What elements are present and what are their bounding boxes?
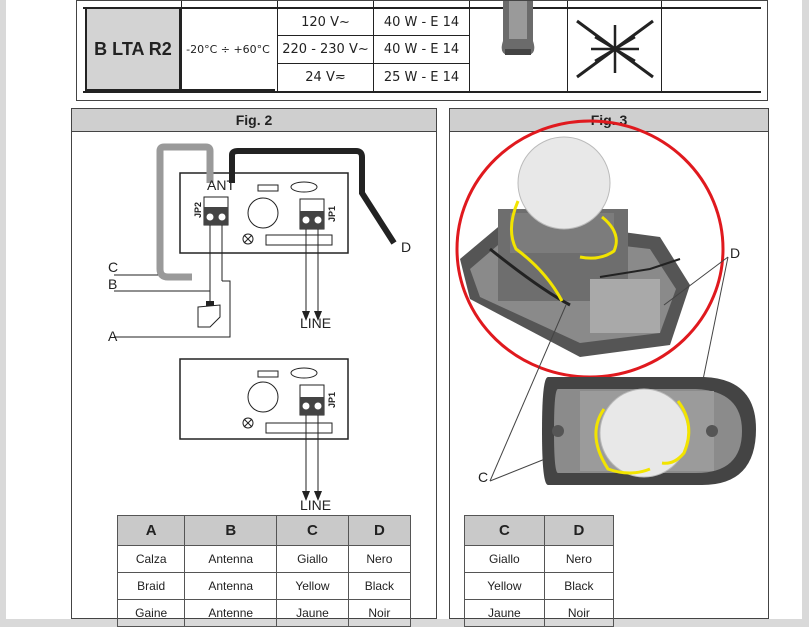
power-row-2: 40 W - E 14 [383, 42, 460, 57]
legend-header-c: C [276, 515, 349, 546]
ant-label: ANT [207, 177, 235, 193]
fig2-wiring-diagram [114, 143, 397, 501]
table-cell: Calza [116, 545, 186, 573]
table-cell: Yellow [276, 572, 349, 600]
legend-header-b: B [184, 515, 278, 546]
fig2-panel: Fig. 2 [71, 108, 437, 627]
temperature-cell: -20°C ÷ +60°C [181, 7, 275, 91]
bracket-icon [501, 1, 535, 55]
callout-a: A [108, 328, 118, 344]
voltage-230: 220 - 230 V~ [282, 42, 369, 57]
spec-table: B LTA R2 -20°C ÷ +60°C 120 V~ 40 W - E 1… [76, 0, 768, 101]
table-cell: Braid [116, 572, 186, 600]
table-cell: Black [347, 572, 412, 600]
legend-table-right: C D Giallo Nero Yellow Black Jaune Noir [464, 515, 615, 627]
legend-header-c: C [464, 515, 545, 546]
table-cell: Nero [347, 545, 412, 573]
table-row: Yellow Black [464, 572, 615, 600]
table-row: Calza Antenna Giallo Nero [116, 545, 412, 573]
legend-header-a: A [116, 515, 186, 546]
fig3-panel: Fig. 3 [449, 108, 769, 627]
fig3-lamp-photo [455, 119, 756, 485]
table-row: Gaine Antenne Jaune Noir [116, 599, 412, 627]
callout-c: C [108, 259, 119, 275]
crossed-star-icon [576, 19, 654, 79]
power-row-3: 25 W - E 14 [383, 70, 460, 85]
jp1-label-upper: JP1 [327, 205, 338, 223]
table-cell: Noir [543, 599, 615, 627]
fig3-callout-c: C [478, 469, 489, 485]
line-label-lower: LINE [300, 497, 332, 513]
table-cell: Giallo [464, 545, 545, 573]
legend-table-left: A B C D Calza Antenna Giallo Nero Braid … [116, 515, 412, 627]
legend-header-d: D [543, 515, 615, 546]
callout-d: D [401, 239, 412, 255]
model-cell: B LTA R2 [85, 7, 181, 91]
table-cell: Yellow [464, 572, 545, 600]
line-label-upper: LINE [300, 315, 332, 331]
table-cell: Nero [543, 545, 615, 573]
table-cell: Jaune [276, 599, 349, 627]
fig2-title: Fig. 2 [72, 109, 436, 132]
table-cell: Jaune [464, 599, 545, 627]
table-row: Braid Antenna Yellow Black [116, 572, 412, 600]
legend-header-d: D [347, 515, 412, 546]
table-row: Jaune Noir [464, 599, 615, 627]
voltage-24: 24 V≂ [305, 70, 346, 85]
table-cell: Gaine [116, 599, 186, 627]
callout-b: B [108, 276, 118, 292]
table-cell: Antenna [184, 572, 278, 600]
fig3-callout-d: D [730, 245, 741, 261]
table-cell: Antenna [184, 545, 278, 573]
power-row-1: 40 W - E 14 [383, 14, 460, 30]
table-cell: Noir [347, 599, 412, 627]
jp1-label-lower: JP1 [327, 391, 338, 409]
table-cell: Giallo [276, 545, 349, 573]
voltage-120: 120 V~ [301, 14, 350, 30]
manual-page: B LTA R2 -20°C ÷ +60°C 120 V~ 40 W - E 1… [6, 0, 802, 627]
fig3-title: Fig. 3 [450, 109, 768, 132]
table-cell: Antenne [184, 599, 278, 627]
jp2-label: JP2 [193, 201, 204, 219]
table-row: Giallo Nero [464, 545, 615, 573]
table-cell: Black [543, 572, 615, 600]
